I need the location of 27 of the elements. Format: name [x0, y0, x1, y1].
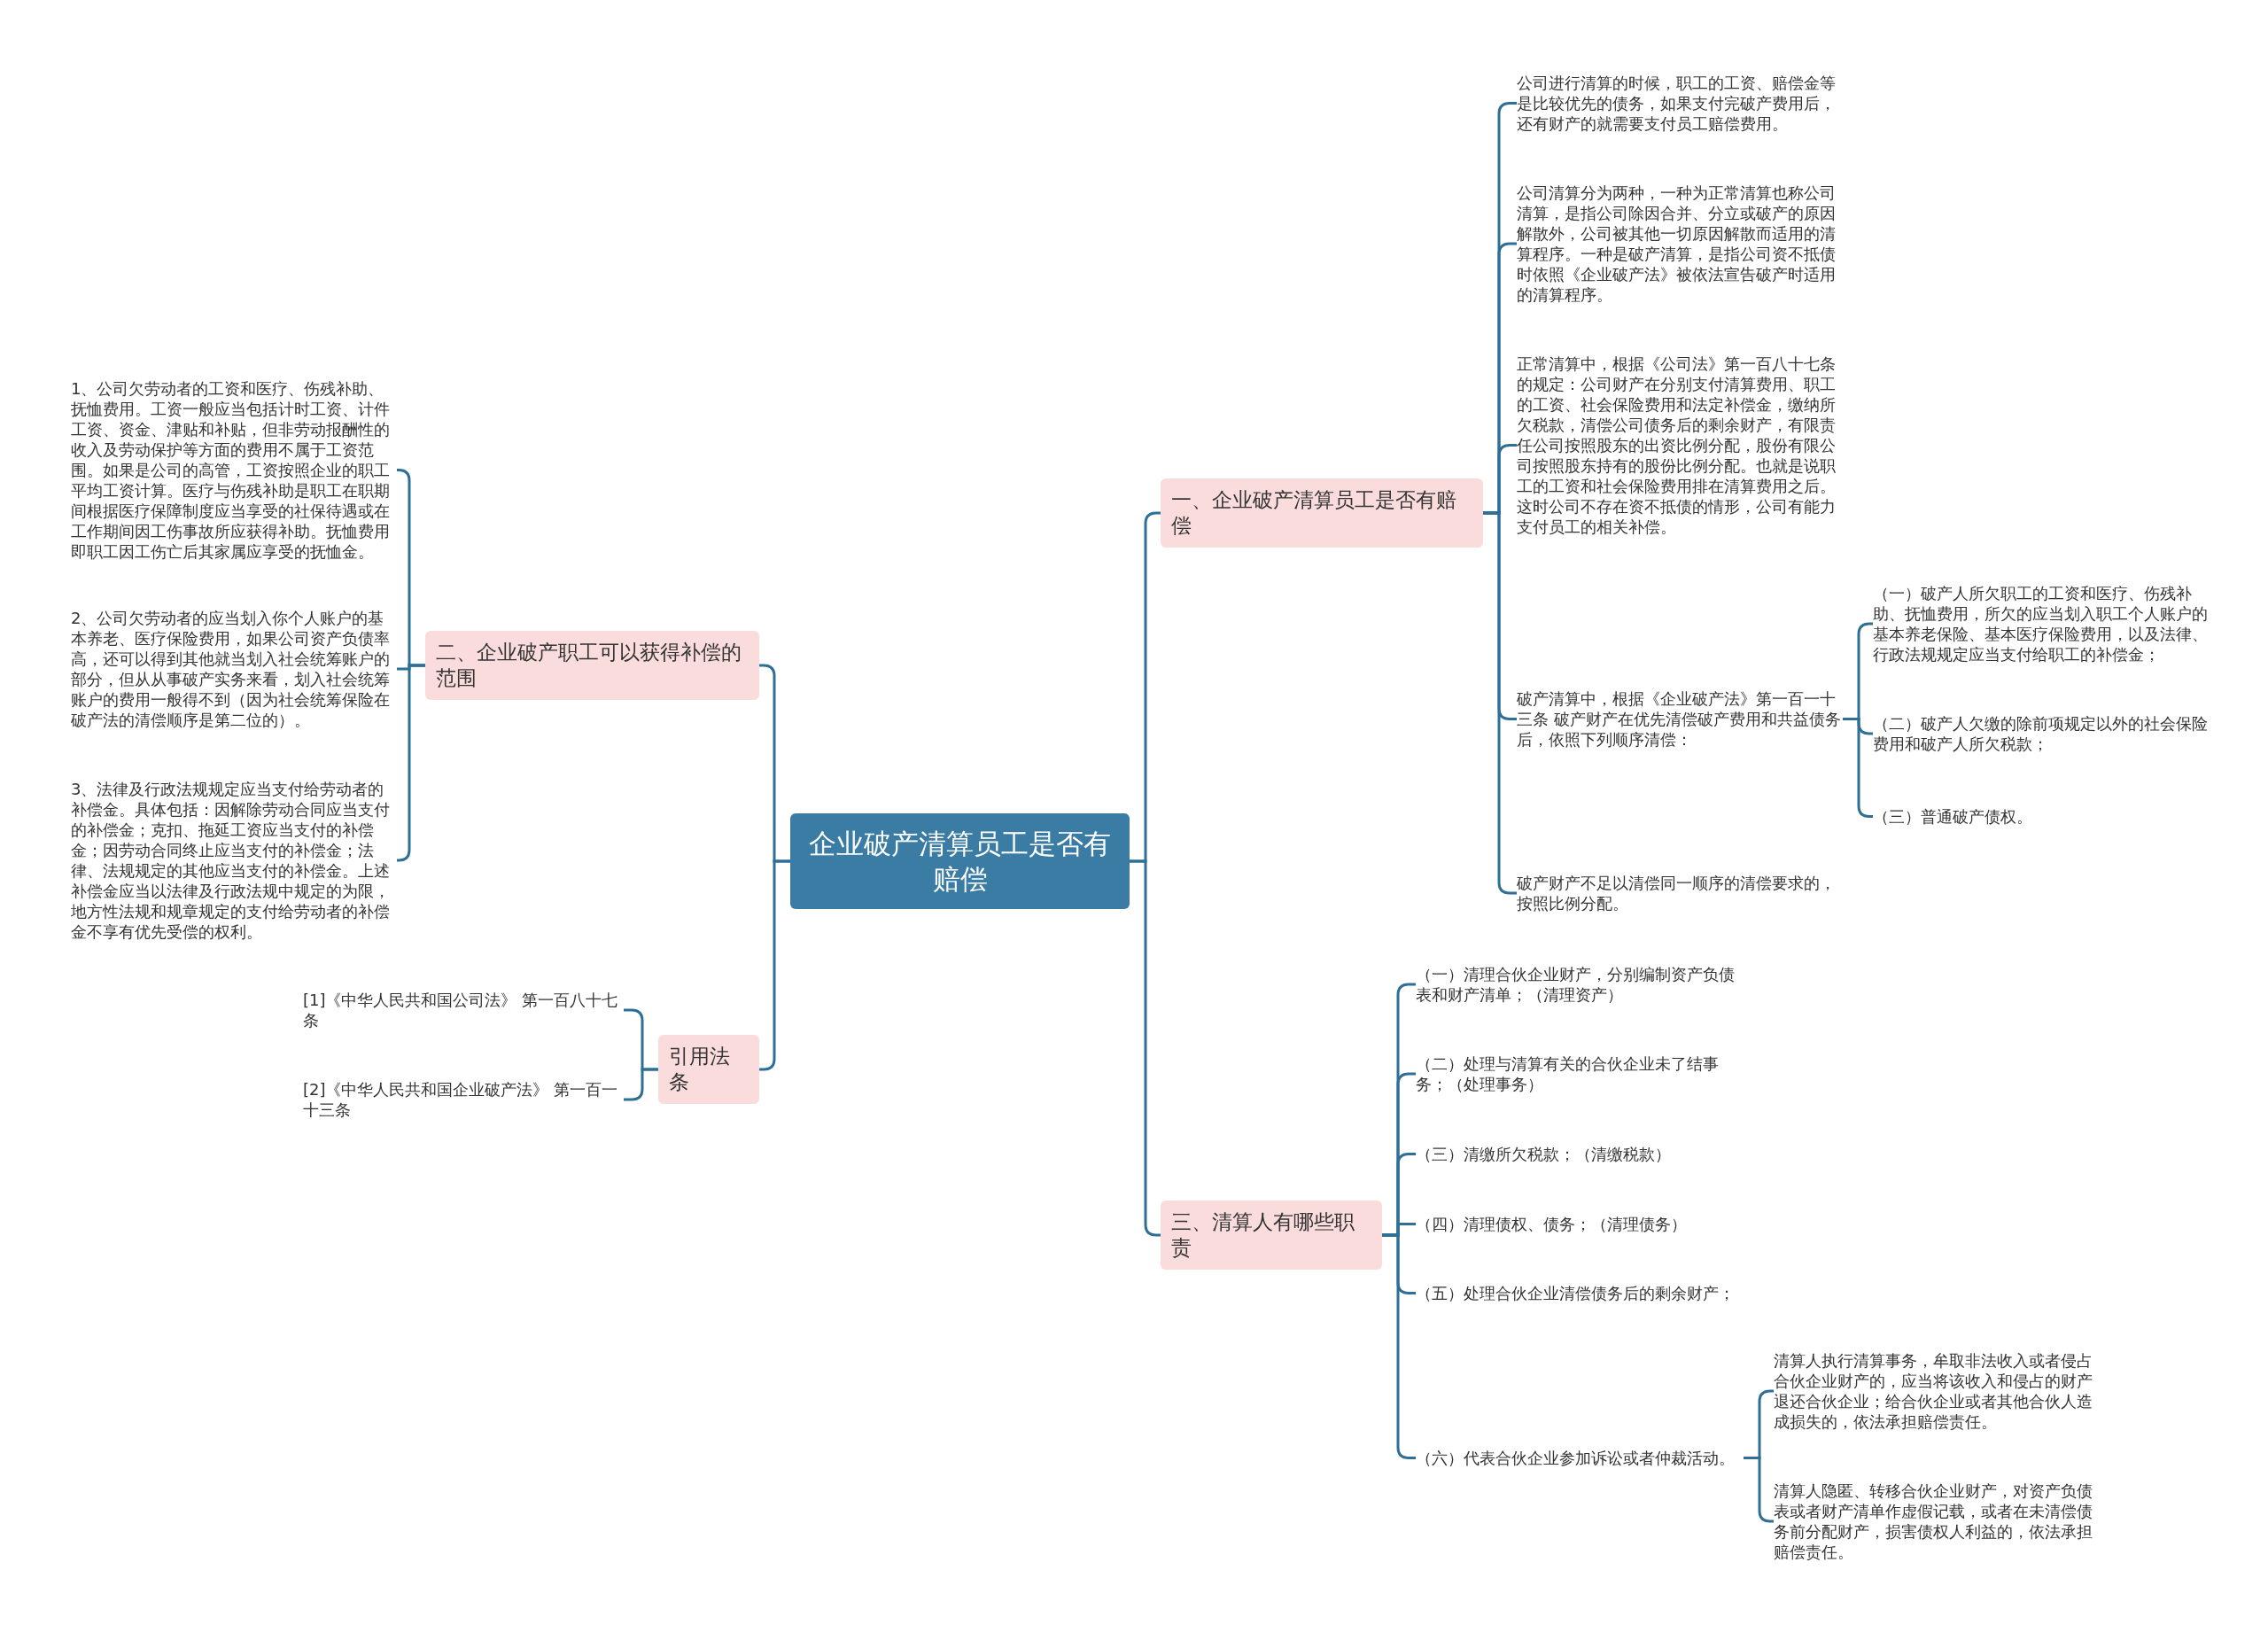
connector-line — [624, 1068, 658, 1101]
subtopic-text: 3、法律及行政法规规定应当支付给劳动者的补偿金。具体包括：因解除劳动合同应当支付的补偿金；克扣、拖延工资应当支付的补偿金；因劳动合同终止应当支付的补偿金；法律、法规规定的其他应当支付的补偿金。上述补偿金应当以法律及行政法规中规定的为限，地方性法规和规章规定的支付给劳动者的补偿金不享有优先受偿的权利。 — [71, 779, 397, 942]
subtopic-text: 公司进行清算的时候，职工的工资、赔偿金等是比较优先的债务，如果支付完破产费用后，还有财产的就需要支付员工赔偿费用。 — [1517, 73, 1843, 134]
subtopic-text: （四）清理债权、债务；（清理债务） — [1416, 1214, 1744, 1234]
subtopic-text: （六）代表合伙企业参加诉讼或者仲裁活动。 — [1416, 1448, 1744, 1468]
subtopic-text: （一）破产人所欠职工的工资和医疗、伤残补助、抚恤费用，所欠的应当划入职工个人账户的基本养老保险、基本医疗保险费用，以及法律、行政法规规定应当支付给职工的补偿金； — [1873, 583, 2210, 665]
branch-topic-box: 一、企业破产清算员工是否有赔偿 — [1161, 478, 1483, 548]
subtopic-text: 清算人执行清算事务，牟取非法收入或者侵占合伙企业财产的，应当将该收入和侵占的财产退还合伙企业；给合伙企业或者其他合伙人造成损失的，依法承担赔偿责任。 — [1774, 1350, 2103, 1432]
branch-topic-box: 三、清算人有哪些职责 — [1161, 1201, 1382, 1270]
subtopic-text: [2]《中华人民共和国企业破产法》 第一百一十三条 — [303, 1079, 624, 1120]
subtopic-text: （三）普通破产债权。 — [1873, 806, 2210, 827]
branch-topic-box: 二、企业破产职工可以获得补偿的范围 — [425, 631, 759, 700]
subtopic-text: 2、公司欠劳动者的应当划入你个人账户的基本养老、医疗保险费用，如果公司资产负债率高，还可以得到其他就当划入社会统筹账户的部分，但从从事破产实务来看，划入社会统筹账户的费用一般得不到（因为社会统筹保险在破产法的清偿顺序是第二位的）。 — [71, 608, 397, 730]
subtopic-text: （一）清理合伙企业财产，分别编制资产负债表和财产清单；（清理资产） — [1416, 964, 1744, 1005]
subtopic-text: [1]《中华人民共和国公司法》 第一百八十七条 — [303, 990, 624, 1030]
branch-topic-box: 引用法条 — [658, 1035, 759, 1104]
subtopic-text: （二）破产人欠缴的除前项规定以外的社会保险费用和破产人所欠税款； — [1873, 713, 2210, 754]
subtopic-text: （三）清缴所欠税款；（清缴税款） — [1416, 1144, 1744, 1164]
subtopic-text: 正常清算中，根据《公司法》第一百八十七条的规定：公司财产在分别支付清算费用、职工的工资、社会保险费用和法定补偿金，缴纳所欠税款，清偿公司债务后的剩余财产，有限责任公司按照股东的出资比例分配，股份有限公司按照股东持有的股份比例分配。也就是说职工的工资和社会保险费用排在清算费用之后。这时公司不存在资不抵债的情形，公司有能力支付员工的相关补偿。 — [1517, 354, 1843, 537]
subtopic-text: 破产清算中，根据《企业破产法》第一百一十三条 破产财产在优先清偿破产费用和共益债务后，依照下列顺序清偿： — [1517, 688, 1843, 750]
subtopic-text: （二）处理与清算有关的合伙企业未了结事务；（处理事务） — [1416, 1053, 1744, 1094]
central-topic-box: 企业破产清算员工是否有赔偿 — [790, 813, 1130, 909]
subtopic-text: 清算人隐匿、转移合伙企业财产，对资产负债表或者财产清单作虚假记载，或者在未清偿债务前分配财产，损害债权人利益的，依法承担赔偿责任。 — [1774, 1481, 2103, 1562]
subtopic-text: 破产财产不足以清偿同一顺序的清偿要求的，按照比例分配。 — [1517, 873, 1843, 913]
subtopic-text: （五）处理合伙企业清偿债务后的剩余财产； — [1416, 1283, 1744, 1303]
subtopic-text: 公司清算分为两种，一种为正常清算也称公司清算，是指公司除因合并、分立或破产的原因解散外，公司被其他一切原因解散而适用的清算程序。一种是破产清算，是指公司资不抵债时依照《企业破产法》被依法宣告破产时适用的清算程序。 — [1517, 183, 1843, 305]
subtopic-text: 1、公司欠劳动者的工资和医疗、伤残补助、抚恤费用。工资一般应当包括计时工资、计件工资、资金、津贴和补贴，但非劳动报酬性的收入及劳动保护等方面的费用不属于工资范围。如果是公司的高管，工资按照企业的职工平均工资计算。医疗与伤残补助是职工在职期间根据医疗保障制度应当享受的社保待遇或在工作期间因工伤事故所应获得补助。抚恤费用即职工因工伤亡后其家属应享受的抚恤金。 — [71, 378, 397, 562]
